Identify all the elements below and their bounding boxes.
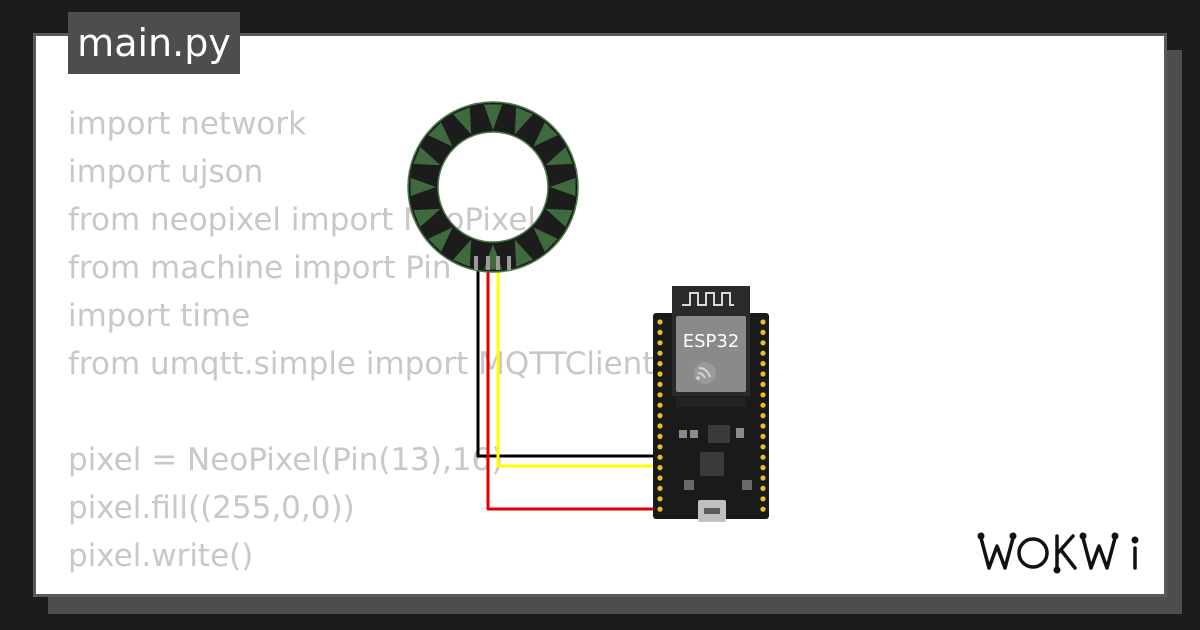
code-line: pixel.fill((255,0,0)) — [68, 490, 355, 526]
header-pin[interactable] — [657, 371, 663, 377]
ring-led — [533, 122, 558, 147]
file-tab-main-py[interactable]: main.py — [68, 12, 240, 74]
ring-led — [533, 227, 558, 252]
header-pin[interactable] — [657, 506, 663, 512]
code-line: from machine import Pin — [68, 250, 452, 286]
wokwi-logo-icon — [977, 532, 1139, 574]
ring-led — [545, 208, 573, 227]
wire-data[interactable] — [496, 268, 660, 468]
code-line: import ujson — [68, 154, 264, 190]
header-pin[interactable] — [657, 454, 663, 460]
header-pin[interactable] — [760, 506, 766, 512]
wire-gnd[interactable] — [476, 268, 660, 458]
ring-led — [413, 208, 441, 227]
preview-card — [33, 33, 1167, 597]
header-pin[interactable] — [657, 392, 663, 398]
header-pin[interactable] — [657, 329, 663, 335]
header-pin[interactable] — [657, 496, 663, 502]
ring-led — [545, 147, 573, 166]
header-pin[interactable] — [760, 444, 766, 450]
code-line: import network — [68, 106, 307, 142]
header-pin[interactable] — [657, 350, 663, 356]
header-pin[interactable] — [760, 402, 766, 408]
header-pin[interactable] — [657, 485, 663, 491]
header-pin[interactable] — [760, 475, 766, 481]
header-pin[interactable] — [657, 413, 663, 419]
ring-led — [483, 104, 503, 130]
header-pin[interactable] — [760, 340, 766, 346]
header-pin[interactable] — [657, 381, 663, 387]
ring-led — [514, 107, 533, 135]
esp32-devkit-icon[interactable]: ESP32 — [653, 286, 769, 522]
header-pin[interactable] — [760, 371, 766, 377]
header-pin[interactable] — [760, 423, 766, 429]
header-pin[interactable] — [657, 361, 663, 367]
ring-led — [514, 239, 533, 267]
header-pin[interactable] — [760, 381, 766, 387]
ring-led — [428, 227, 453, 252]
header-pin[interactable] — [657, 423, 663, 429]
ring-led — [410, 177, 436, 197]
code-line: from umqtt.simple import MQTTClient — [68, 346, 655, 382]
wires — [476, 268, 660, 511]
header-pin[interactable] — [760, 329, 766, 335]
header-pin[interactable] — [760, 465, 766, 471]
code-listing: import network import ujson from neopixe… — [68, 100, 654, 580]
header-pin[interactable] — [657, 475, 663, 481]
board-label: ESP32 — [683, 331, 740, 352]
header-pin[interactable] — [657, 319, 663, 325]
header-pin[interactable] — [760, 361, 766, 367]
header-pin[interactable] — [760, 433, 766, 439]
wire-vcc[interactable] — [486, 268, 660, 511]
header-pin[interactable] — [657, 433, 663, 439]
header-pin[interactable] — [760, 319, 766, 325]
code-line: pixel = NeoPixel(Pin(13),16) — [68, 442, 504, 478]
header-pin[interactable] — [760, 496, 766, 502]
header-pin[interactable] — [657, 340, 663, 346]
code-line: import time — [68, 298, 251, 334]
header-pin[interactable] — [657, 444, 663, 450]
ring-led — [413, 147, 441, 166]
ring-led — [550, 177, 576, 197]
ring-led — [453, 107, 472, 135]
header-pin[interactable] — [760, 454, 766, 460]
neopixel-ring-icon[interactable] — [407, 101, 579, 273]
header-pin[interactable] — [760, 392, 766, 398]
header-pin[interactable] — [657, 465, 663, 471]
ring-led — [428, 122, 453, 147]
ring-led — [453, 239, 472, 267]
header-pin[interactable] — [760, 350, 766, 356]
header-pin[interactable] — [760, 485, 766, 491]
header-pin[interactable] — [657, 402, 663, 408]
header-pin[interactable] — [760, 413, 766, 419]
code-line: pixel.write() — [68, 538, 254, 574]
